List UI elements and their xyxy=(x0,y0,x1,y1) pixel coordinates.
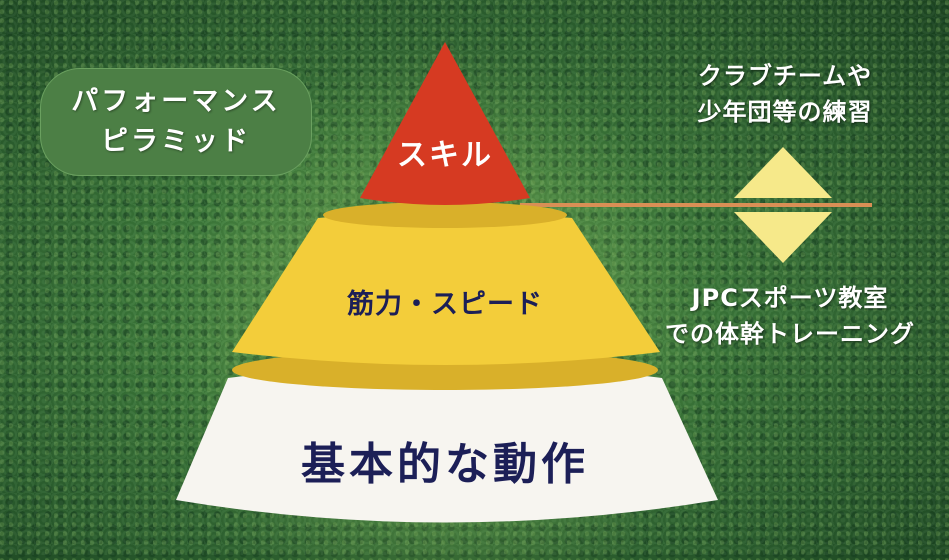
title-line-2: ピラミッド xyxy=(101,126,251,157)
arrow-down-icon xyxy=(734,212,832,263)
side-bottom-line-1: JPCスポーツ教室 xyxy=(691,284,889,312)
tier-middle-label: 筋力・スピード xyxy=(347,289,543,320)
tier-middle xyxy=(232,211,660,365)
side-label-bottom: JPCスポーツ教室 での体幹トレーニング xyxy=(640,280,940,352)
side-top-line-1: クラブチームや xyxy=(697,62,873,90)
tier-base-label: 基本的な動作 xyxy=(301,439,589,490)
title-line-1: パフォーマンス xyxy=(71,86,281,117)
arrow-up-icon xyxy=(734,147,832,198)
tier-top xyxy=(360,42,530,205)
side-label-top: クラブチームや 少年団等の練習 xyxy=(655,58,915,130)
side-top-line-2: 少年団等の練習 xyxy=(697,98,873,126)
tier-middle-rim xyxy=(323,202,567,228)
tier-base xyxy=(176,364,718,523)
title-badge: パフォーマンス ピラミッド xyxy=(40,68,312,176)
divider-line xyxy=(520,203,872,207)
tier-top-label: スキル xyxy=(397,138,493,173)
side-bottom-line-2: での体幹トレーニング xyxy=(665,320,915,348)
